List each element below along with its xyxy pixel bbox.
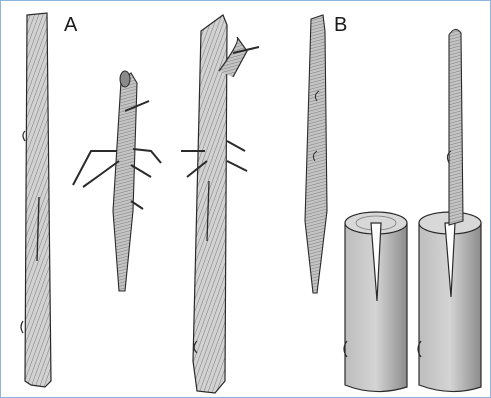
cleft-stock-grafted (418, 29, 481, 391)
panel-label-b: B (334, 15, 347, 35)
scion-wedge (73, 71, 161, 291)
panel-label-a: A (64, 15, 77, 35)
stock-grafted (181, 15, 259, 393)
stock-left (21, 13, 51, 387)
cleft-stock-left (344, 212, 407, 392)
scion-thin (305, 15, 327, 293)
